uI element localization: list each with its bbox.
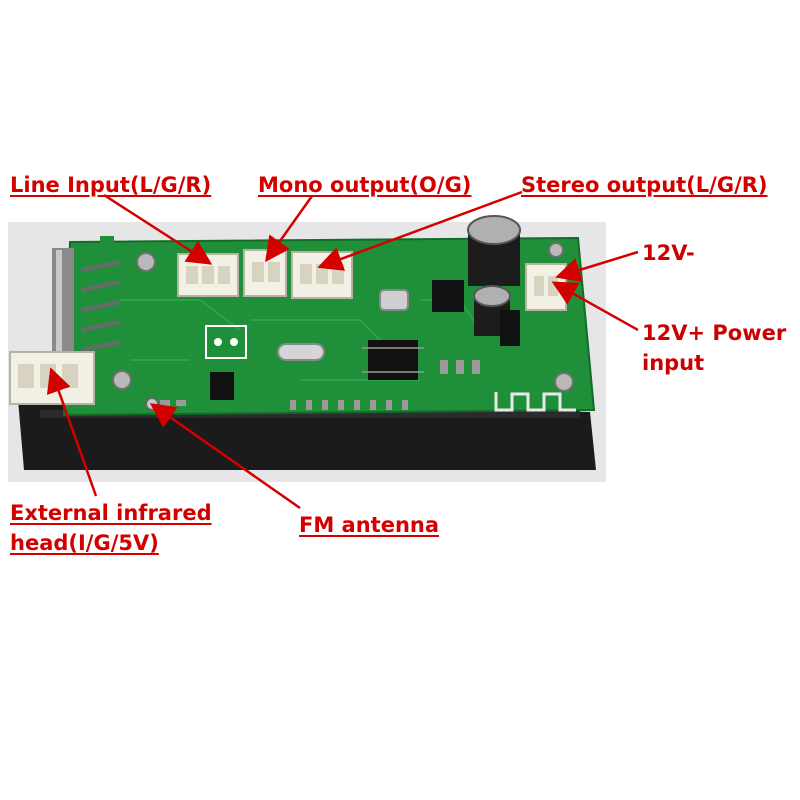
label-12v-minus: 12V- <box>642 241 695 265</box>
chips <box>210 280 520 400</box>
fins <box>81 260 121 352</box>
label-fm-antenna: FM antenna <box>299 513 440 537</box>
screws <box>112 242 574 392</box>
label-12v-plus-line2: input <box>642 351 705 375</box>
label-mono-output: Mono output(O/G) <box>258 173 472 197</box>
label-line-input: Line Input(L/G/R) <box>10 173 212 197</box>
callout-lines <box>46 190 639 510</box>
label-infrared-line1: External infrared <box>10 501 212 525</box>
bluetooth-antenna-trace <box>494 392 576 412</box>
label-stereo-output: Stereo output(L/G/R) <box>521 173 768 197</box>
label-infrared-line2: head(I/G/5V) <box>10 531 159 555</box>
crystal <box>277 343 325 361</box>
label-12v-plus-line1: 12V+ Power <box>642 321 787 345</box>
